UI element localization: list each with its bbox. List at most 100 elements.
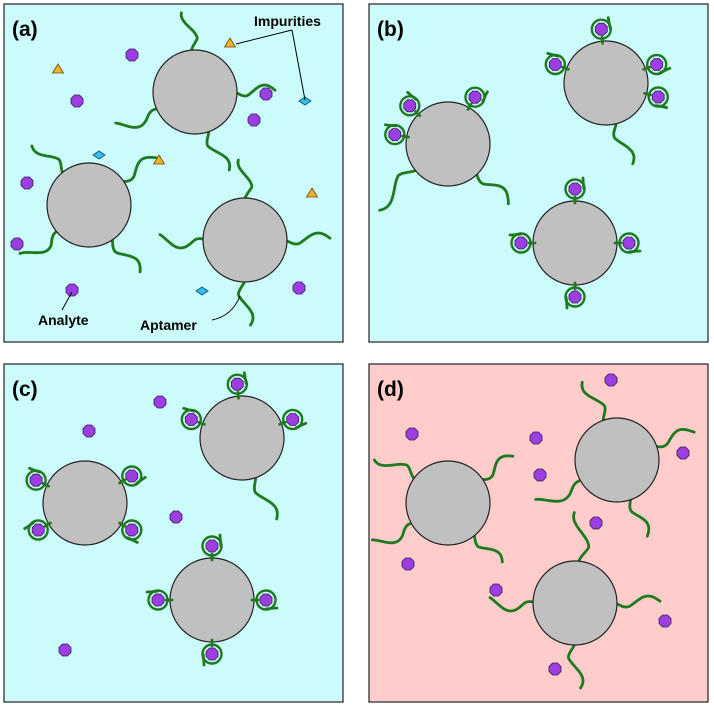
panel-c-bound-analyte-tail <box>23 520 36 530</box>
panel-c-bead <box>42 460 128 546</box>
panel-c-bound-analyte-tail <box>242 371 248 385</box>
panel-b-bound-analyte-analyte <box>388 128 402 142</box>
panel-a-free-analyte <box>125 48 139 62</box>
panel-a-aptamer-strand <box>30 144 65 176</box>
panel-b-bound-analyte-tail <box>627 249 642 254</box>
panel-b-bound-analyte-analyte <box>594 22 608 36</box>
panel-b-label: (b) <box>377 18 404 41</box>
panel-c-label: (c) <box>12 378 38 401</box>
panel-b-bound-analyte-analyte <box>514 236 528 250</box>
panel-a-impurity-diamond <box>298 96 312 106</box>
panel-d-aptamer-strand <box>566 641 585 690</box>
panel-b-bound-analyte-tail <box>658 66 672 75</box>
panel-b-bound-analyte-tail <box>384 123 398 128</box>
panel-b-bound-analyte-loop <box>646 53 668 76</box>
panel-c-bound-analyte-analyte <box>230 377 244 391</box>
panel-d-aptamer-strand <box>613 594 662 609</box>
panel-b-bead <box>563 40 649 126</box>
panel-d-free-analyte <box>405 427 419 441</box>
panel-b-bound-analyte-analyte <box>622 236 636 250</box>
aptamer-strands-layer <box>18 11 696 690</box>
panel-a-free-analyte <box>292 281 306 295</box>
panel-c-free-analyte <box>58 643 72 657</box>
panel-d-aptamer-strand <box>488 596 537 613</box>
panel-a-aptamer-strand <box>236 158 254 202</box>
panel-c-bound-analyte-analyte <box>184 413 198 426</box>
panel-b-bound-analyte-tail <box>406 91 418 101</box>
panel-d-aptamer-strand <box>628 496 651 538</box>
beads-layer <box>42 40 660 646</box>
panel-a-aptamer-strand <box>114 107 161 129</box>
panel-a-free-analyte <box>70 94 84 108</box>
panel-a-impurity-triangle <box>305 187 319 198</box>
panel-c-bound-analyte-tail <box>145 589 160 594</box>
panel-b-bound-analyte-tail <box>606 16 612 30</box>
panel-a-bead <box>46 162 132 248</box>
panel-d-aptamer-strand <box>572 511 591 565</box>
panel-b-aptamer-strand <box>378 168 419 212</box>
panel-b-bound-analyte-analyte <box>651 90 665 104</box>
panel-d-free-analyte <box>604 373 618 387</box>
panel-b-bead <box>405 101 491 187</box>
panel-c-bound-analyte-tail <box>264 606 279 611</box>
analyte-leader-line <box>61 291 73 311</box>
panel-a-impurity-triangle <box>152 154 166 165</box>
panel-a-aptamer-strand <box>179 11 199 54</box>
panel-c-free-analyte <box>82 424 96 438</box>
aptamer-callout: Aptamer <box>140 317 197 333</box>
panel-c-aptamer-strand <box>252 474 279 521</box>
panel-a-free-analyte <box>10 237 24 251</box>
panel-c-bead <box>199 395 285 481</box>
panel-b-bound-analyte-tail <box>654 104 669 109</box>
panel-b-aptamer-strand <box>474 170 510 206</box>
panel-a-free-analyte <box>20 176 34 190</box>
bound-analyte-layer <box>23 16 672 667</box>
panel-a-free-analyte <box>259 87 273 101</box>
panel-b-bound-analyte-analyte <box>568 182 582 196</box>
panel-b-bound-analyte-tail <box>508 232 523 237</box>
panel-a-bead <box>202 197 288 283</box>
impurities-leader-line-1 <box>235 29 293 45</box>
panel-d-aptamer-strand <box>373 458 417 482</box>
panel-c-bound-analyte-analyte <box>31 523 45 537</box>
panel-a-aptamer-strand <box>18 229 60 255</box>
panel-d-aptamer-strand <box>479 454 515 482</box>
analyte-callout: Analyte <box>38 312 89 328</box>
panel-b-bound-analyte-tail <box>481 90 489 104</box>
panel-d-bead <box>532 560 618 646</box>
panel-b-bound-analyte-analyte <box>548 58 562 71</box>
panel-a-free-analyte <box>247 113 261 127</box>
panel-c-bead <box>169 557 255 643</box>
panel-a-aptamer-strand <box>120 155 158 184</box>
panel-a-free-analyte <box>65 283 79 297</box>
panel-a-impurity-diamond <box>195 286 209 296</box>
panel-c-bound-analyte-tail <box>28 466 42 474</box>
panel-c-bound-analyte-analyte <box>259 593 273 607</box>
panel-c-bound-analyte-tail <box>201 652 206 667</box>
panel-a-aptamer-strand <box>283 231 332 246</box>
panel-c-free-analyte <box>153 395 167 409</box>
panel-b-bound-analyte-analyte <box>403 99 417 113</box>
impurities-callout: Impurities <box>254 13 321 29</box>
panel-d-free-analyte <box>658 614 672 628</box>
panel-b-bound-analyte-loop <box>399 95 421 117</box>
panel-c-bound-analyte-tail <box>182 406 196 413</box>
panel-d-aptamer-strand <box>534 478 584 503</box>
aptamer-leader-line <box>211 295 241 321</box>
panel-a-label: (a) <box>12 18 38 41</box>
panel-c-bound-analyte-analyte <box>125 523 139 537</box>
panel-a-aptamer-strand <box>205 128 232 172</box>
panel-a-background <box>3 3 344 343</box>
panel-d-aptamer-strand <box>653 427 696 449</box>
panel-d-free-analyte <box>533 468 547 482</box>
panel-c-free-analyte <box>169 510 183 524</box>
panel-c-bound-analyte-tail <box>294 421 308 430</box>
panel-b-bound-analyte-tail <box>546 51 560 58</box>
panel-d-free-analyte <box>676 446 690 460</box>
panel-c-bound-analyte-analyte <box>286 413 300 426</box>
panel-b-bound-analyte-analyte <box>468 90 482 104</box>
panel-c-bound-analyte-analyte <box>205 539 219 553</box>
panel-d-free-analyte <box>548 662 562 676</box>
panel-a-impurity-diamond <box>92 150 106 160</box>
